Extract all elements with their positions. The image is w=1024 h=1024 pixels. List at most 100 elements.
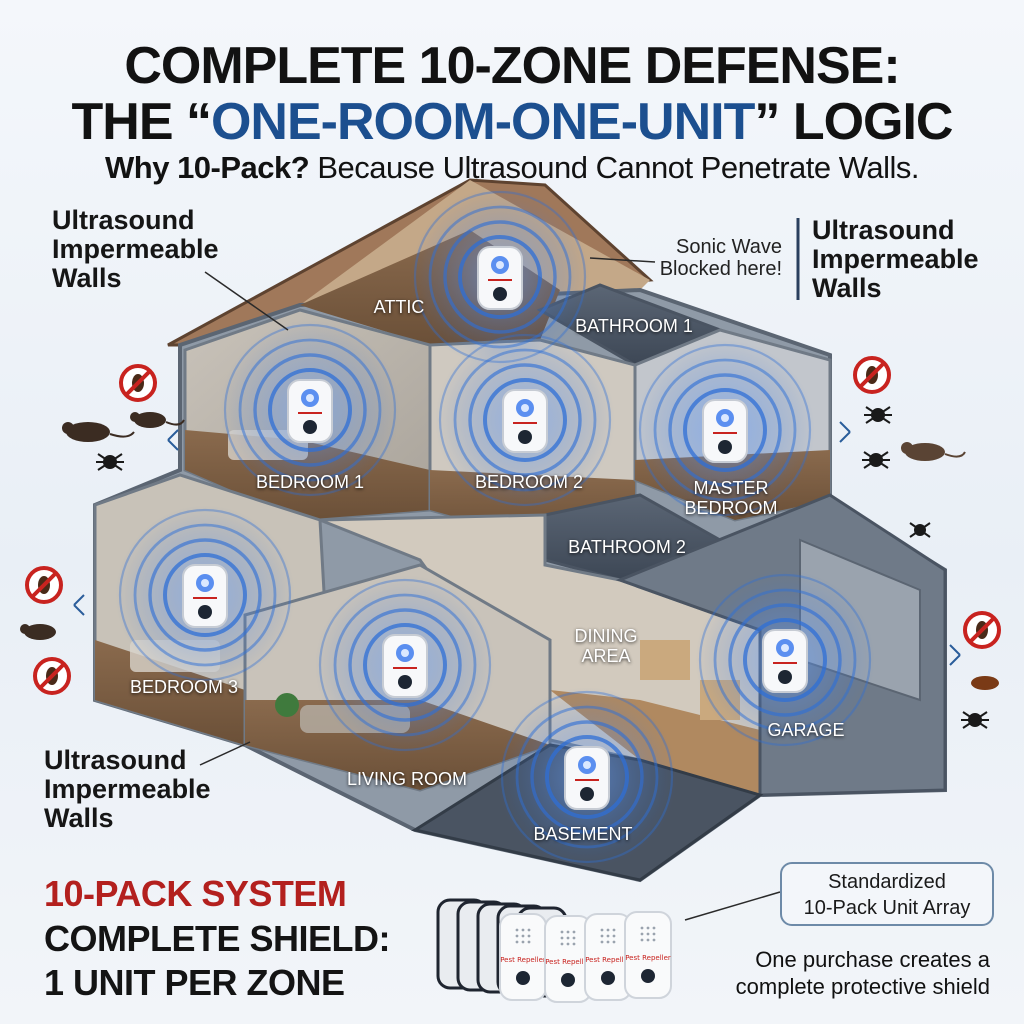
pack-unit: Pest Repeller [544,915,592,1003]
system-title: 10-PACK SYSTEM [44,873,347,914]
room-label-bedroom-2: BEDROOM 2 [474,472,584,492]
callout-walls-bottom-left: Ultrasound Impermeable Walls [44,745,211,833]
wave-ring [438,333,612,507]
wave-ring [713,588,857,732]
repeller-unit [635,340,815,520]
system-line-3: 1 UNIT PER ZONE [44,962,345,1003]
spider-icon [862,451,890,469]
wave-ring [118,508,292,682]
wave-ring [515,705,659,849]
power-button-icon [198,605,212,619]
repeller-unit [220,320,400,500]
spider-icon [909,522,931,538]
room-label-living-room: LIVING ROOM [346,769,468,789]
cockroach-icon [971,676,999,690]
power-button-icon [601,971,615,985]
subtitle-bold: Why 10-Pack? [105,150,310,185]
arrow-icon [949,644,961,666]
pack-unit-label: Pest Repeller [545,958,591,966]
headline-line-1: COMPLETE 10-ZONE DEFENSE: [124,37,900,95]
wave-ring [545,735,629,819]
power-button-icon [718,440,732,454]
wave-ring [223,323,397,497]
power-button-icon [493,287,507,301]
power-button-icon [516,971,530,985]
repeller-unit [435,330,615,510]
power-button-icon [778,670,792,684]
sonic-wave-note: Sonic Wave Blocked here! [659,236,782,280]
wave-ring [268,368,352,452]
power-button-icon [518,430,532,444]
repeller-unit [315,575,495,755]
repeller-body [287,379,333,443]
repeller-unit [695,570,875,750]
headline-highlight: ONE-ROOM-ONE-UNIT [210,93,755,151]
no-pests-icon [25,566,63,604]
no-pests-icon [119,364,157,402]
arrow-icon [839,421,851,443]
repeller-body [702,399,748,463]
mouse-icon [901,442,966,461]
wave-ring [653,358,797,502]
repeller-body [564,746,610,810]
array-label-box: Standardized 10-Pack Unit Array [780,862,994,926]
callout-walls-top-left: Ultrasound Impermeable Walls [52,205,219,293]
wave-ring [238,338,382,482]
headline-prefix: THE “ [71,93,212,151]
wave-ring [148,538,262,652]
wave-ring [500,690,674,864]
no-pests-icon [853,356,891,394]
wave-ring [743,618,827,702]
mouse-icon [130,412,185,428]
repeller-body [477,246,523,310]
power-button-icon [641,969,655,983]
repeller-unit [115,505,295,685]
wave-ring [348,608,462,722]
wave-ring [638,343,812,517]
subtitle-rest: Because Ultrasound Cannot Penetrate Wall… [309,150,919,185]
room-label-bathroom-1: BATHROOM 1 [575,316,693,336]
arrow-icon [73,594,85,616]
room-label-garage: GARAGE [767,720,845,740]
headline-line-2: THE “ONE-ROOM-ONE-UNIT” LOGIC [0,92,1024,152]
pack-unit: Pest Repeller [584,913,632,1001]
room-label-dining-area: DINING AREA [574,626,638,666]
callout-walls-top-right: Ultrasound Impermeable Walls [812,215,979,303]
pack-unit-label: Pest Repeller [585,956,631,964]
purchase-note: One purchase creates a complete protecti… [735,947,990,999]
headline-suffix: ” LOGIC [754,93,953,151]
room-label-bathroom-2: BATHROOM 2 [568,537,686,557]
subtitle: Why 10-Pack? Because Ultrasound Cannot P… [0,150,1024,186]
power-button-icon [303,420,317,434]
wave-ring [163,553,247,637]
repeller-unit [497,687,677,867]
room-label-attic: ATTIC [373,297,425,317]
wave-ring [133,523,277,667]
wave-ring [530,720,644,834]
wave-ring [458,235,542,319]
spider-icon [961,711,989,729]
wave-ring [483,378,567,462]
repeller-body [182,564,228,628]
power-button-icon [580,787,594,801]
no-pests-icon [33,657,71,695]
room-label-bedroom-1: BEDROOM 1 [255,472,365,492]
wave-ring [443,220,557,334]
wave-ring [453,348,597,492]
room-label-bedroom-3: BEDROOM 3 [129,677,239,697]
pack-unit: Pest Repeller [624,911,672,999]
repeller-body [502,389,548,453]
arrow-icon [167,429,179,451]
power-button-icon [561,973,575,987]
wave-ring [333,593,477,737]
pack-unit: Pest Repeller [499,913,547,1001]
wave-ring [683,388,767,472]
wave-ring [363,623,447,707]
wave-ring [668,373,782,487]
wave-ring [728,603,842,717]
mouse-icon [62,422,135,442]
wave-ring [318,578,492,752]
